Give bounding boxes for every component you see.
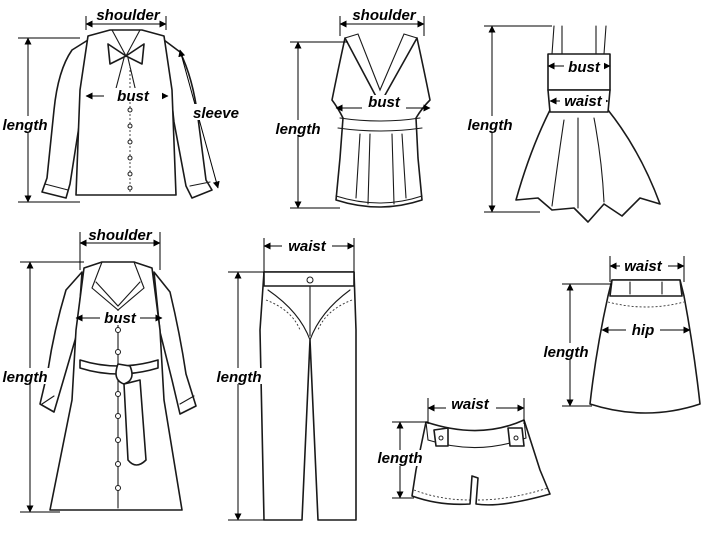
top-body (331, 37, 431, 208)
sleeveless-top-garment (331, 33, 431, 208)
skirt-waistband (609, 279, 683, 297)
coat-length-label: length (3, 369, 48, 386)
blouse-garment (41, 29, 213, 199)
blouse-sleeve-label: sleeve (193, 105, 239, 122)
coat-left-sleeve (39, 271, 83, 413)
trousers-garment (259, 271, 357, 521)
coat-belt-knot (115, 363, 133, 385)
blouse-body (75, 29, 177, 196)
dress-length-label: length (468, 117, 513, 134)
trousers-waist-label: waist (288, 238, 327, 255)
skirt-body (589, 279, 701, 414)
coat-right-sleeve (153, 271, 197, 415)
shorts-garment (411, 419, 551, 506)
blouse-length-label: length (3, 117, 48, 134)
top-length-label: length (276, 121, 321, 138)
shorts-body (411, 419, 551, 506)
shorts-waist-label: waist (451, 396, 490, 413)
blouse-left-sleeve (41, 39, 89, 199)
skirt-hip-label: hip (632, 322, 655, 339)
blouse-bow-left (107, 43, 127, 65)
coat-belt-tail (123, 379, 147, 466)
dress-waist-label: waist (564, 93, 603, 110)
top-bust-label: bust (368, 94, 401, 111)
trench-coat-garment (39, 261, 197, 511)
dress-skirt (515, 109, 661, 223)
blouse-bow-right (125, 43, 145, 65)
trousers-body (259, 271, 357, 521)
skirt-waist-label: waist (624, 258, 663, 275)
blouse-bust-label: bust (117, 88, 150, 105)
top-shoulder-label: shoulder (352, 7, 417, 24)
coat-buttons (115, 327, 121, 491)
skirt-length-label: length (544, 344, 589, 361)
blouse-buttons (127, 107, 133, 191)
strap-dress-garment (515, 25, 661, 223)
coat-shoulder-label: shoulder (88, 227, 153, 244)
trousers-length-label: length (217, 369, 262, 386)
shorts-length-label: length (378, 450, 423, 467)
blouse-shoulder-label: shoulder (96, 7, 161, 24)
dress-bust-label: bust (568, 59, 601, 76)
coat-body (49, 261, 183, 511)
coat-bust-label: bust (104, 310, 137, 327)
skirt-garment (589, 279, 701, 414)
